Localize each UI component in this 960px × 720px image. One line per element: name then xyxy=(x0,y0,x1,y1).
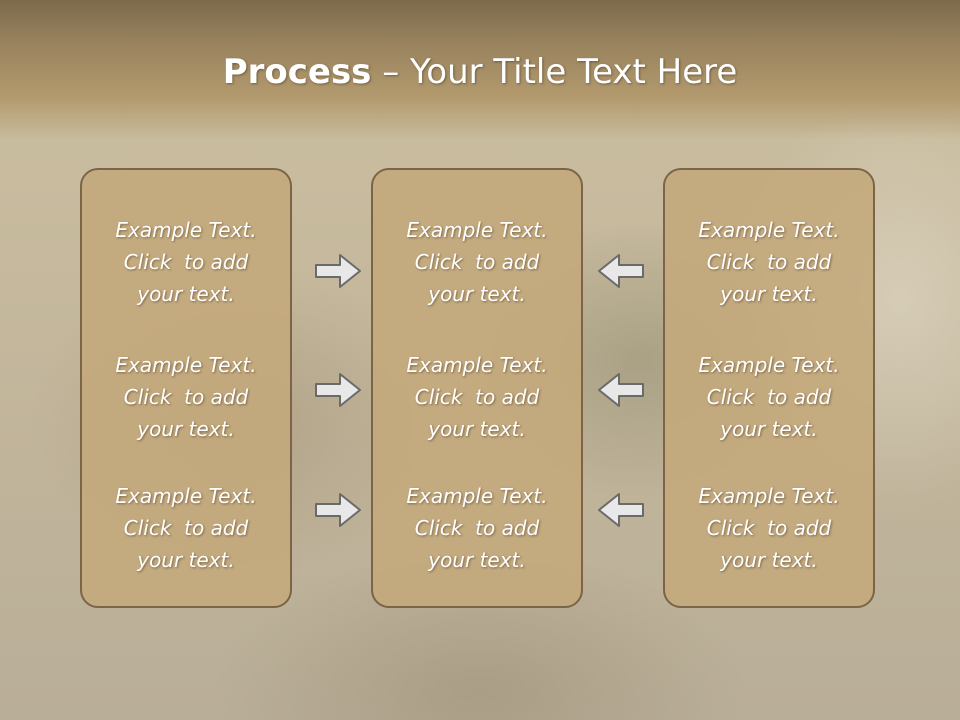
text-line: Example Text. xyxy=(698,484,840,508)
right-arrow-icon xyxy=(315,493,361,527)
text-line: Click to add xyxy=(706,516,832,540)
center-panel[interactable]: Example Text. Click to add your text. Ex… xyxy=(371,168,583,608)
left-arrow-icon xyxy=(598,373,644,407)
text-line: Click to add xyxy=(414,385,540,409)
text-line: your text. xyxy=(720,548,818,572)
title-strong: Process xyxy=(222,52,372,92)
text-line: your text. xyxy=(720,417,818,441)
text-line: Click to add xyxy=(414,250,540,274)
text-line: your text. xyxy=(720,282,818,306)
text-block[interactable]: Example Text. Click to add your text. xyxy=(82,214,290,310)
left-panel[interactable]: Example Text. Click to add your text. Ex… xyxy=(80,168,292,608)
text-block[interactable]: Example Text. Click to add your text. xyxy=(665,214,873,310)
text-line: your text. xyxy=(137,548,235,572)
text-line: Example Text. xyxy=(406,353,548,377)
right-arrow-icon xyxy=(315,373,361,407)
text-line: Click to add xyxy=(706,250,832,274)
text-line: Example Text. xyxy=(406,218,548,242)
right-arrow-icon xyxy=(315,254,361,288)
slide-title[interactable]: Process – Your Title Text Here xyxy=(0,52,960,92)
left-arrow-icon xyxy=(598,254,644,288)
text-block[interactable]: Example Text. Click to add your text. xyxy=(373,214,581,310)
text-line: your text. xyxy=(137,417,235,441)
text-line: Click to add xyxy=(414,516,540,540)
text-block[interactable]: Example Text. Click to add your text. xyxy=(665,349,873,445)
text-block[interactable]: Example Text. Click to add your text. xyxy=(373,349,581,445)
right-panel[interactable]: Example Text. Click to add your text. Ex… xyxy=(663,168,875,608)
text-block[interactable]: Example Text. Click to add your text. xyxy=(373,480,581,576)
text-line: Example Text. xyxy=(115,353,257,377)
text-line: your text. xyxy=(428,282,526,306)
left-arrow-icon xyxy=(598,493,644,527)
text-block[interactable]: Example Text. Click to add your text. xyxy=(82,349,290,445)
text-line: Click to add xyxy=(123,516,249,540)
text-block[interactable]: Example Text. Click to add your text. xyxy=(82,480,290,576)
text-line: Click to add xyxy=(123,385,249,409)
text-line: Example Text. xyxy=(406,484,548,508)
text-line: your text. xyxy=(428,548,526,572)
text-line: Example Text. xyxy=(698,218,840,242)
text-line: Example Text. xyxy=(698,353,840,377)
text-line: Example Text. xyxy=(115,484,257,508)
text-block[interactable]: Example Text. Click to add your text. xyxy=(665,480,873,576)
title-rest: – Your Title Text Here xyxy=(371,52,738,92)
text-line: your text. xyxy=(428,417,526,441)
text-line: your text. xyxy=(137,282,235,306)
text-line: Click to add xyxy=(123,250,249,274)
text-line: Click to add xyxy=(706,385,832,409)
text-line: Example Text. xyxy=(115,218,257,242)
title-band xyxy=(0,0,960,140)
